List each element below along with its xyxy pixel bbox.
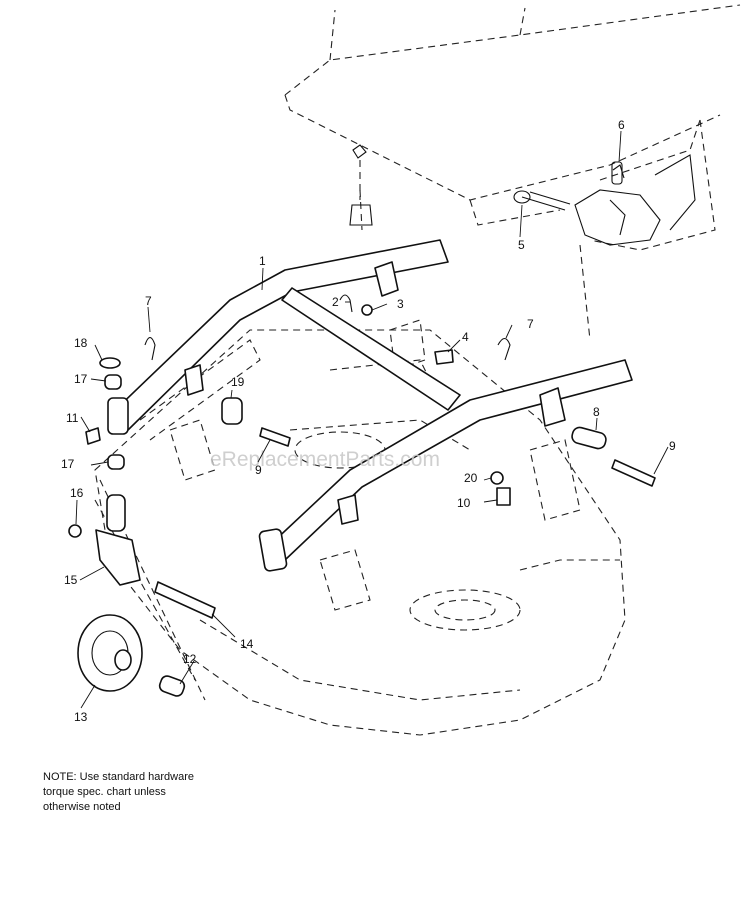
callout-9-center: 9	[255, 463, 262, 477]
callout-6: 6	[618, 118, 625, 132]
callout-20: 20	[464, 471, 478, 485]
note-line: NOTE: Use standard hardware	[43, 771, 195, 783]
callout-7-right: 7	[527, 317, 534, 331]
callout-13: 13	[74, 710, 88, 724]
callout-17-lower: 17	[61, 457, 75, 471]
callout-1: 1	[259, 254, 266, 268]
callout-17-upper: 17	[74, 372, 88, 386]
callout-8: 8	[593, 405, 600, 419]
callout-7-left: 7	[145, 294, 152, 308]
drop-link	[349, 144, 373, 226]
callout-12: 12	[183, 652, 197, 666]
callout-11: 11	[66, 411, 79, 425]
watermark: eReplacementParts.com	[210, 448, 440, 471]
deck-brackets	[169, 319, 581, 611]
callout-4: 4	[462, 330, 469, 344]
callout-15: 15	[64, 573, 78, 587]
torque-note: NOTE: Use standard hardware torque spec.…	[43, 770, 283, 815]
leader-lines	[75, 130, 669, 709]
callout-16: 16	[70, 486, 84, 500]
note-line: otherwise noted	[43, 801, 121, 813]
tractor-body-outline	[284, 4, 741, 341]
callout-10: 10	[457, 496, 471, 510]
callout-2: 2	[332, 295, 339, 309]
callout-9-right: 9	[669, 439, 676, 453]
note-line: torque spec. chart unless	[43, 786, 166, 798]
callout-3: 3	[397, 297, 404, 311]
hitch-frame	[107, 239, 633, 572]
callout-19: 19	[231, 375, 245, 389]
callout-18: 18	[74, 336, 88, 350]
caster-wheel-assembly	[77, 494, 216, 697]
lift-bracket	[513, 154, 696, 246]
hardware-parts	[68, 164, 656, 538]
callout-14: 14	[240, 637, 254, 651]
callout-5: 5	[518, 238, 525, 252]
callout-labels: 1 2 3 4 5 6 7 7 8 9 9 10 11 12 13 14 15 …	[61, 118, 676, 724]
